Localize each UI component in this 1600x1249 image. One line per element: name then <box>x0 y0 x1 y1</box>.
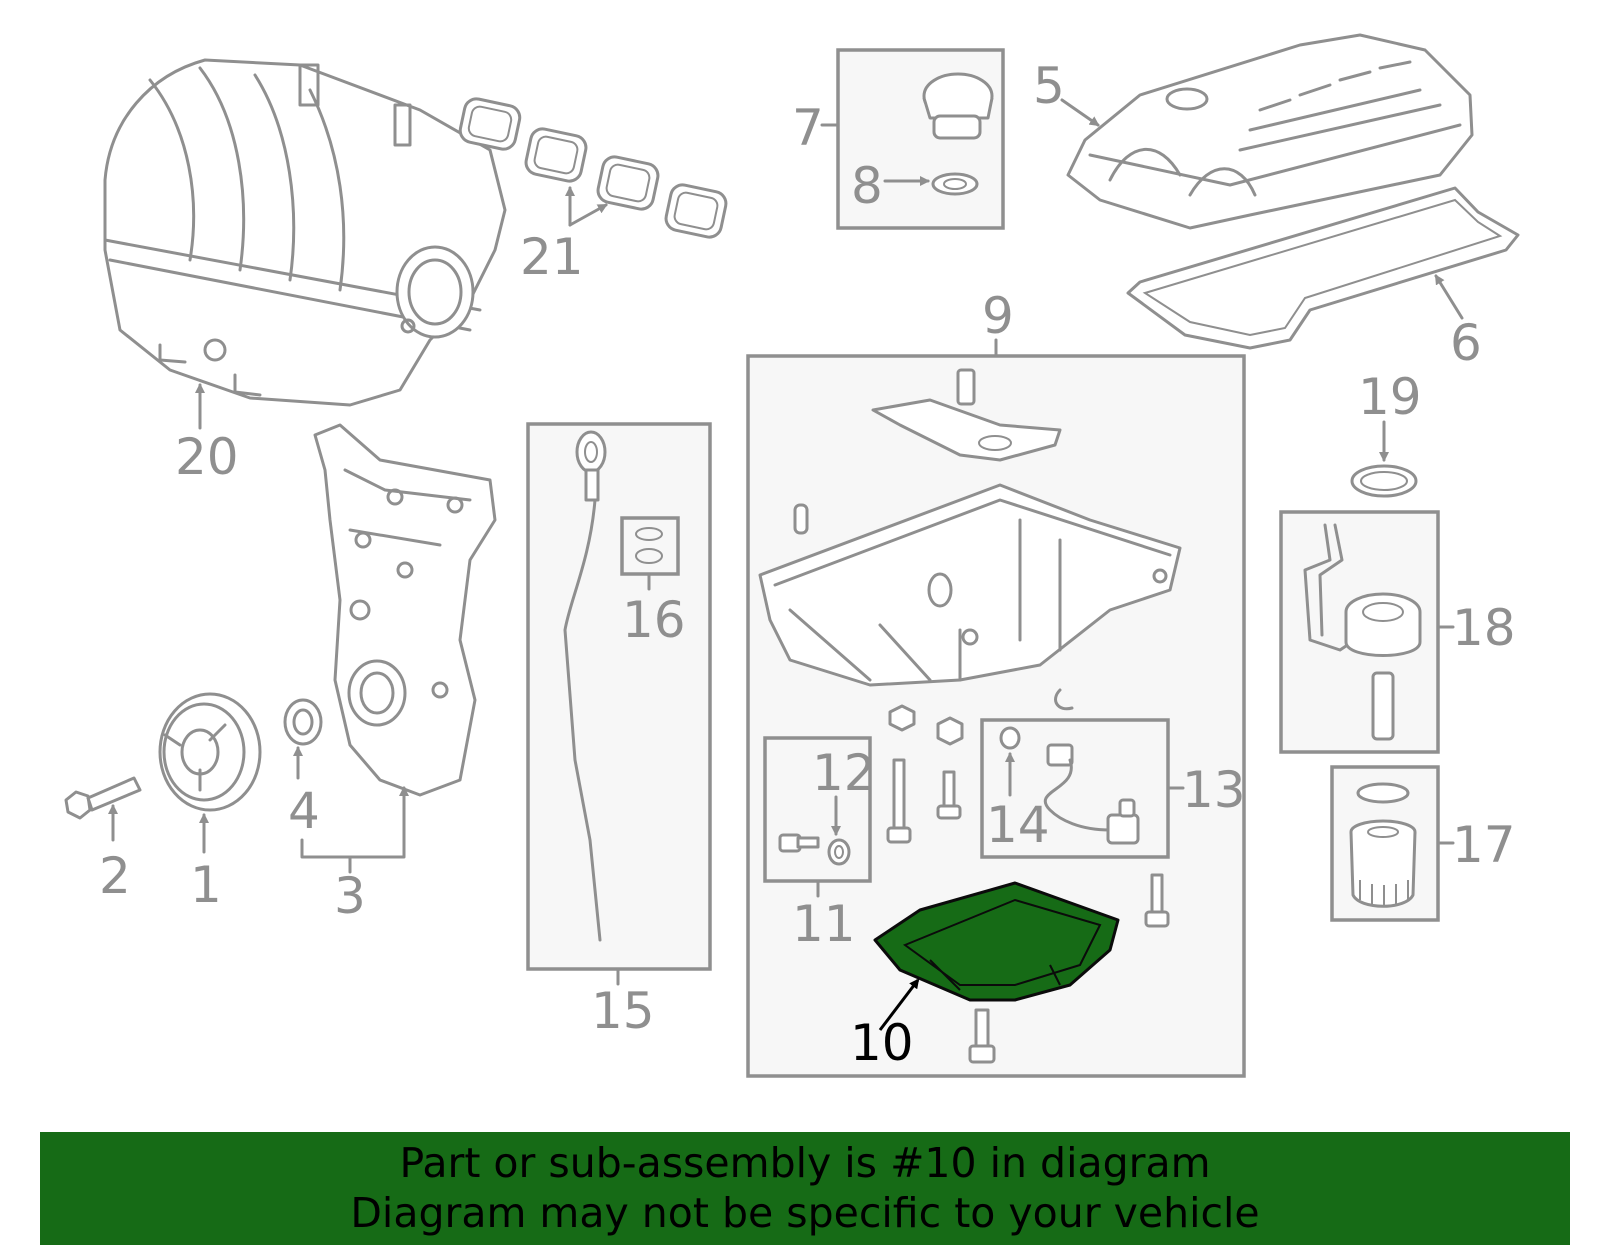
dipstick-box <box>526 422 712 971</box>
timing-cover-drawing <box>313 423 497 797</box>
callout-17: 17 <box>1452 816 1516 874</box>
oil-pan-baffle-drawing <box>871 368 1062 462</box>
callout-3: 3 <box>334 867 366 925</box>
callout-1: 1 <box>190 856 222 914</box>
callout-15: 15 <box>591 982 655 1040</box>
callout-19: 19 <box>1358 368 1422 426</box>
banner-part-line: Part or sub-assembly is #10 in diagram <box>399 1139 1211 1187</box>
lower-oil-pan-highlighted[interactable] <box>873 881 1120 1002</box>
oil-cap-drawing <box>922 72 994 196</box>
valve-cover-drawing <box>1066 33 1474 230</box>
callout-6: 6 <box>1450 314 1482 372</box>
callout-18: 18 <box>1452 599 1516 657</box>
callout-5: 5 <box>1033 57 1065 115</box>
intake-manifold-drawing <box>103 58 507 407</box>
oil-filter-drawing <box>1349 782 1417 908</box>
callout-13: 13 <box>1182 761 1246 819</box>
info-banner: Part or sub-assembly is #10 in diagram D… <box>40 1132 1570 1245</box>
callout-21: 21 <box>520 228 584 286</box>
callout-11: 11 <box>792 895 856 953</box>
callout-12: 12 <box>812 744 876 802</box>
callout-10-arrow <box>878 978 920 1031</box>
banner-disclaimer-line: Diagram may not be specific to your vehi… <box>350 1189 1260 1237</box>
callout-8: 8 <box>851 157 883 215</box>
oil-level-sensor-drawing <box>999 726 1140 845</box>
manifold-gasket-drawing <box>458 97 728 239</box>
callout-9: 9 <box>982 287 1014 345</box>
callout-6-arrow <box>1434 274 1464 320</box>
callout-5-arrow <box>1060 98 1100 127</box>
callout-10: 10 <box>850 1014 914 1072</box>
callout-7: 7 <box>792 99 824 157</box>
dipstick-drawing <box>563 430 680 942</box>
callout-16: 16 <box>622 591 686 649</box>
callout-21-arrow-b <box>568 203 608 227</box>
valve-cover-gasket-drawing <box>1126 186 1520 350</box>
oil-cooler-drawing <box>1303 523 1422 741</box>
upper-oil-pan-drawing <box>758 483 1182 687</box>
callout-2: 2 <box>99 847 131 905</box>
cooler-seal-drawing <box>1350 464 1418 498</box>
bolt-washer-drawing <box>778 833 851 866</box>
balancer-bolt-drawing <box>64 776 142 820</box>
callout-4: 4 <box>288 782 320 840</box>
harmonic-balancer-drawing <box>158 692 262 812</box>
callout-14: 14 <box>986 796 1050 854</box>
callout-3-bracket <box>300 788 406 859</box>
callout-20: 20 <box>175 428 239 486</box>
front-crank-seal-drawing <box>283 698 323 746</box>
drain-plug-drawing <box>886 688 1170 1064</box>
